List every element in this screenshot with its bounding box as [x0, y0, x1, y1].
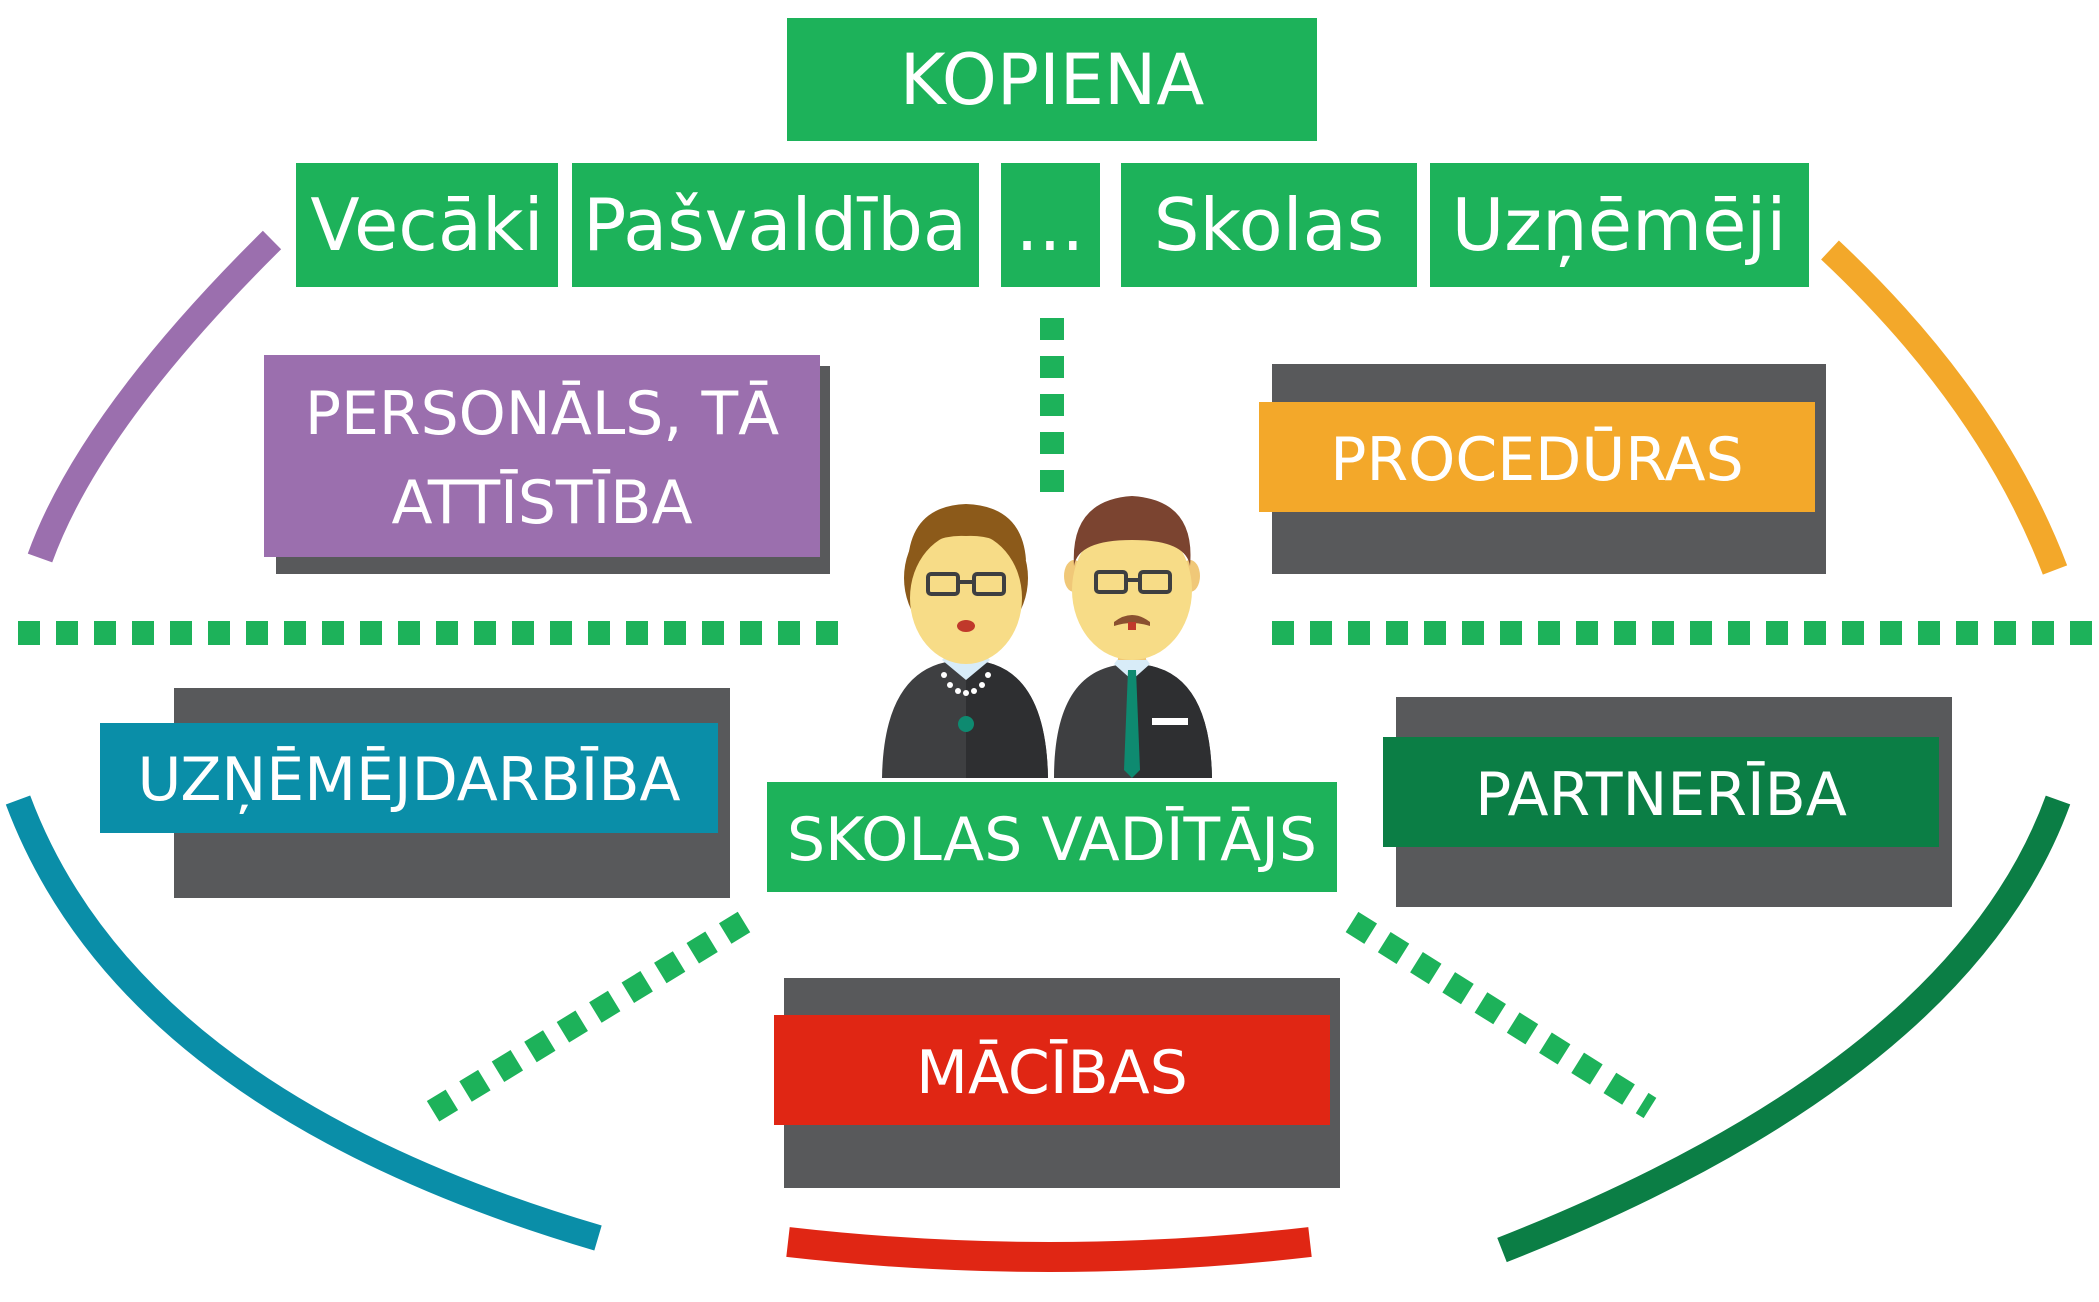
- personnel-label-line1: PERSONĀLS, TĀ: [305, 379, 779, 449]
- orange-arc: [1821, 240, 2068, 575]
- teaching-label: MĀCĪBAS: [916, 1038, 1188, 1108]
- dark-green-arc: [1497, 795, 2071, 1263]
- partnership-label: PARTNERĪBA: [1475, 760, 1847, 830]
- procedures-box: [1259, 402, 1815, 512]
- school-leaders-illustration: [882, 496, 1212, 778]
- member-box-parents: [296, 163, 558, 287]
- teaching-box: [774, 1015, 1330, 1125]
- dotted-divider-diag-right: [1345, 911, 1657, 1119]
- community-title-box: [787, 18, 1317, 141]
- male-leader-figure: [1054, 496, 1212, 778]
- member-entrepreneurs: Uzņēmēji: [1452, 183, 1787, 267]
- member-municipality: Pašvaldība: [583, 183, 967, 267]
- center-label-box: [767, 782, 1337, 892]
- purple-arc: [27, 230, 282, 563]
- member-box-municipality: [572, 163, 979, 287]
- female-leader-figure: [882, 504, 1048, 778]
- member-box-ellipsis: [1001, 163, 1100, 287]
- center-label: SKOLAS VADĪTĀJS: [787, 805, 1317, 875]
- personnel-box: [264, 355, 820, 557]
- red-arc: [786, 1227, 1312, 1272]
- personnel-label-line2: ATTĪSTĪBA: [392, 468, 693, 538]
- member-ellipsis: ...: [1016, 183, 1085, 267]
- partnership-box: [1383, 737, 1939, 847]
- member-box-schools: [1121, 163, 1417, 287]
- dotted-divider-diag-left: [415, 911, 751, 1129]
- member-parents: Vecāki: [310, 183, 543, 267]
- member-box-entrepreneurs: [1430, 163, 1809, 287]
- member-schools: Skolas: [1154, 183, 1385, 267]
- teal-arc: [5, 795, 602, 1251]
- entrepreneurship-label: UZŅĒMĒJDARBĪBA: [137, 745, 680, 815]
- community-title: KOPIENA: [900, 39, 1205, 121]
- entrepreneurship-box: [100, 723, 718, 833]
- procedures-label: PROCEDŪRAS: [1330, 425, 1743, 495]
